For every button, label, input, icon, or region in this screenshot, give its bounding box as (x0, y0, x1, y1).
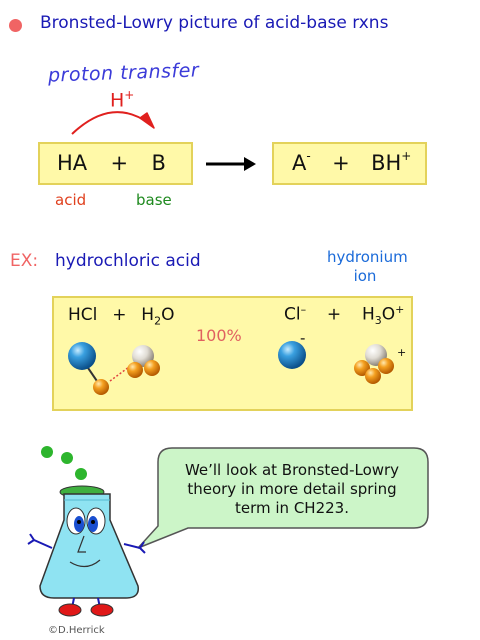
reactants-text: HA + B (57, 151, 166, 175)
bullet-dot (9, 19, 22, 32)
h-plus-label: H+ (110, 88, 135, 112)
hydronium-ion (354, 344, 394, 384)
credit-text: ©D.Herrick (48, 625, 105, 636)
chloride-charge: - (300, 329, 306, 347)
proton-transfer-dots (109, 366, 130, 382)
flask-mascot-icon (27, 446, 146, 617)
speech-bubble (137, 447, 429, 549)
plus-sign: + (332, 151, 350, 175)
hcl-reaction-box (52, 296, 413, 411)
example-label: EX: (10, 251, 39, 271)
example-name: hydrochloric acid (55, 251, 201, 271)
plus-sign: + (110, 151, 129, 175)
products-text: A- + BH+ (292, 149, 412, 175)
reaction-arrow-1 (206, 157, 256, 171)
proton-transfer-arrowhead (139, 112, 155, 129)
conjugate-acid-formula: BH (371, 151, 402, 175)
hcl-reactants-text: HCl + H2O (68, 305, 175, 328)
hydronium-label: hydronium ion (327, 248, 408, 285)
heading: Bronsted-Lowry picture of acid-base rxns (40, 13, 389, 33)
acid-formula: HA (57, 151, 88, 175)
products-box (272, 142, 427, 185)
speech-bubble-text: We’ll look at Bronsted-Lowry theory in m… (184, 461, 400, 517)
conjugate-base-formula: A (292, 151, 307, 175)
percent-label: 100% (196, 326, 242, 345)
hcl-molecule (68, 342, 109, 395)
base-label: base (136, 191, 172, 209)
reactants-box (38, 142, 193, 185)
water-molecule (127, 345, 160, 378)
acid-label: acid (55, 191, 87, 209)
hcl-products-text: Cl– + H3O+ (284, 303, 405, 328)
hydronium-charge: + (397, 346, 407, 359)
chloride-ion (278, 341, 306, 369)
base-formula: B (151, 151, 166, 175)
